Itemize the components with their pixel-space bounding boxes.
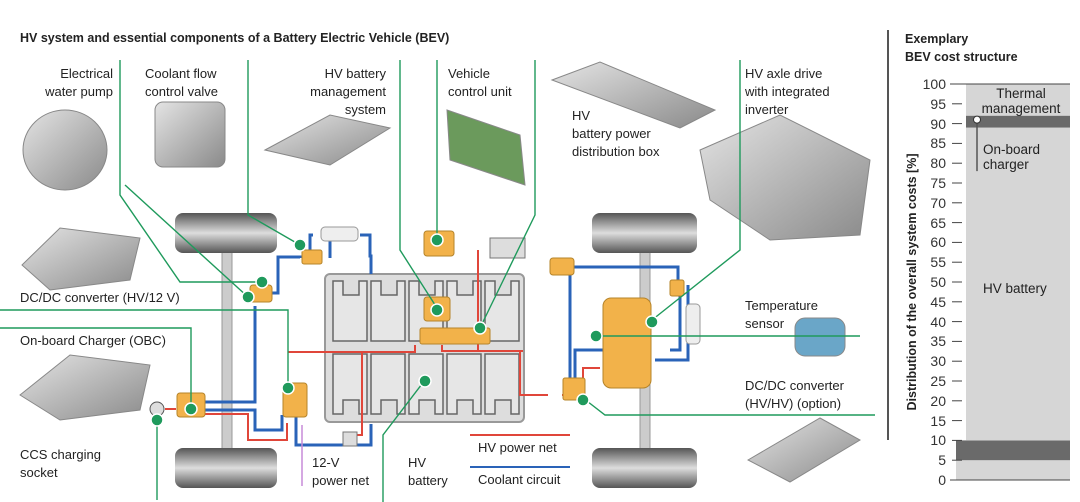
tick-label: 65 (930, 214, 946, 231)
tick-label: 85 (930, 135, 946, 152)
front-axle (221, 244, 233, 456)
wheel (592, 213, 697, 253)
legend-hv-power-net: HV power net (478, 440, 557, 455)
tick-label: 100 (922, 76, 946, 92)
coolant-valve-rear2-part (669, 279, 685, 297)
component-photos (19, 61, 871, 483)
vcu-photo (446, 109, 526, 186)
cost-segment (966, 84, 1070, 116)
segment-label-obc: On-board charger (983, 142, 1041, 172)
chart-title: Exemplary BEV cost structure (905, 32, 1018, 64)
segment-label-hv-battery: HV battery (983, 281, 1047, 296)
legend-coolant-circuit: Coolant circuit (478, 472, 561, 487)
tick-label: 40 (930, 313, 946, 330)
dcdc-hv-photo (746, 417, 862, 483)
tick-label: 90 (930, 115, 946, 132)
leader-dots (150, 233, 659, 427)
cost-segment (956, 460, 1070, 480)
battery-cell (484, 280, 520, 342)
label-ccs: CCS charging socket (20, 447, 101, 480)
label-axle-drive: HV axle drive with integrated inverter (745, 66, 830, 117)
components (176, 230, 685, 418)
tick-label: 0 (938, 472, 946, 488)
cost-segment (966, 127, 1070, 441)
tick-label: 20 (930, 392, 946, 409)
label-dcdc-hv: DC/DC converter (HV/HV) (option) (745, 378, 844, 411)
coolant-valve-photo (154, 101, 226, 168)
segment-label-thermal: Thermal management (981, 86, 1061, 116)
tick-label: 80 (930, 155, 946, 172)
cost-segment (966, 115, 1070, 128)
temp-sensor-photo (794, 317, 846, 357)
tick-label: 75 (930, 175, 946, 191)
label-water-pump: Electrical water pump (45, 66, 113, 99)
wheel (175, 448, 277, 488)
obc-photo (19, 354, 151, 421)
wheels (175, 213, 697, 488)
radiator-rear (685, 303, 701, 345)
label-coolant-valve: Coolant flow control valve (145, 66, 218, 99)
tick-label: 25 (930, 373, 946, 389)
tick-label: 5 (938, 452, 946, 469)
tick-label: 95 (930, 95, 946, 112)
label-obc: On-board Charger (OBC) (20, 333, 166, 348)
radiator (320, 226, 359, 242)
battery-cell (332, 280, 368, 342)
low-voltage-battery (489, 237, 526, 259)
obc-pointer-dot (973, 115, 981, 124)
coolant-valve-part (301, 249, 323, 265)
label-dcdc-12v: DC/DC converter (HV/12 V) (20, 290, 180, 305)
tick-label: 35 (930, 333, 946, 350)
tick-label: 55 (930, 254, 946, 271)
diagram-title: HV system and essential components of a … (20, 31, 450, 45)
pdu-photo (550, 61, 717, 129)
hv-battery-pack (324, 273, 525, 423)
water-pump-photo (22, 109, 108, 191)
dcdc-12v-photo (21, 227, 141, 291)
label-12v-power-net: 12-V power net (312, 455, 370, 488)
tick-label: 60 (930, 234, 946, 251)
label-vcu: Vehicle control unit (448, 66, 512, 99)
battery-cell (332, 353, 368, 415)
leader-lines (0, 60, 875, 502)
12v-connector (342, 431, 358, 447)
bms-photo (263, 114, 392, 166)
wheel (592, 448, 697, 488)
cost-segment (956, 440, 1070, 461)
coolant-valve-rear-part (549, 257, 575, 276)
battery-cell (370, 280, 406, 342)
label-temp-sensor: Temperature sensor (745, 298, 818, 331)
tick-label: 50 (930, 274, 946, 290)
battery-cell (370, 353, 406, 415)
axle-drive-part (602, 297, 652, 389)
wheel (175, 213, 277, 253)
tick-label: 10 (930, 432, 946, 449)
label-bms: HV battery management system (310, 66, 386, 117)
battery-cell (446, 353, 482, 415)
tick-label: 45 (930, 293, 946, 310)
cost-chart (950, 83, 1070, 481)
pdu-part (419, 327, 491, 345)
axle-drive-photo (699, 114, 871, 241)
label-hv-battery: HV battery (408, 455, 448, 488)
tick-label: 70 (930, 194, 946, 211)
tick-label: 15 (930, 412, 946, 429)
tick-label: 30 (930, 353, 946, 370)
label-pdu: HV battery power distribution box (572, 108, 660, 159)
